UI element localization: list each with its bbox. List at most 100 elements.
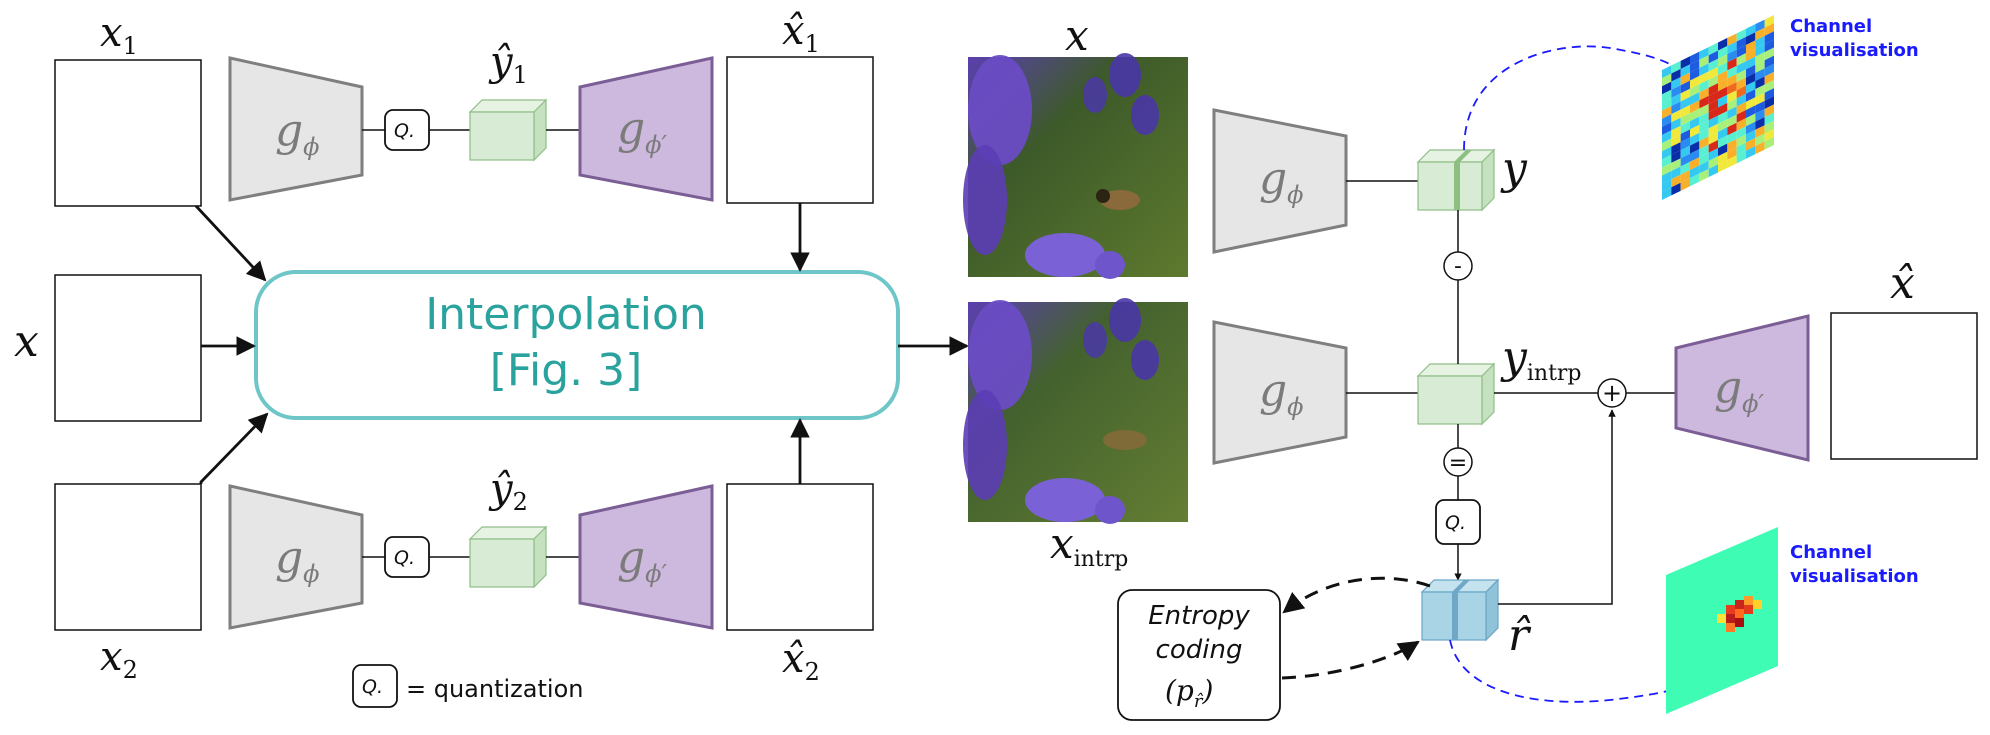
quant-legend-box-label: Q.: [362, 676, 383, 698]
heatmap-cell: [1671, 60, 1681, 74]
heatmap-cell: [1746, 146, 1756, 159]
heatmap-cell: [1671, 174, 1681, 188]
heatmap-cell: [1764, 112, 1774, 126]
heatmap-cell: [1708, 131, 1718, 145]
quant-box-right-label: Q.: [1445, 512, 1466, 534]
heatmap-cell: [1671, 142, 1681, 155]
heatmap-cell: [1680, 64, 1690, 78]
heatmap-cell: [1671, 182, 1681, 196]
heatmap-cell: [1680, 88, 1690, 102]
decoder-bottom: [578, 484, 714, 630]
heatmap-cell: [1690, 100, 1700, 114]
heatmap-cell: [1690, 173, 1700, 187]
heatmap-cell: [1699, 144, 1709, 158]
heatmap-cell: [1708, 140, 1718, 153]
heatmap-cell: [1680, 121, 1690, 134]
heatmap-cell: [1708, 66, 1718, 80]
heatmap-cell: [1727, 57, 1737, 71]
heatmap-cell: [1736, 150, 1746, 164]
heatmap-cell: [1755, 117, 1765, 130]
heatmap-cell: [1690, 67, 1700, 81]
heatmap-cell: [1746, 48, 1756, 62]
heatmap-cell: [1671, 68, 1681, 82]
heatmap-cell: [1746, 40, 1756, 54]
heatmap-cell: [1671, 85, 1681, 98]
heatmap-cell: [1662, 65, 1672, 79]
heatmap-cell: [1708, 50, 1718, 64]
heatmap-cell: [1718, 135, 1728, 149]
label-xintrp: xintrp: [1050, 519, 1128, 572]
heatmap-cell: [1764, 71, 1774, 85]
heatmap-cell: [1671, 77, 1681, 90]
heatmap-cell: [1736, 126, 1746, 139]
heatmap-cell: [1727, 138, 1737, 152]
heatmap-cell: [1764, 80, 1774, 93]
quant-box-top-label: Q.: [394, 120, 415, 142]
heatmap-cell: [1671, 117, 1681, 131]
quant-box-bottom-label: Q.: [394, 547, 415, 569]
heatmap-cell: [1746, 72, 1756, 86]
channelvis-top-line2: visualisation: [1790, 40, 1919, 61]
heatmap-cell: [1727, 41, 1737, 55]
heatmap-cell: [1755, 19, 1765, 33]
heatmap-cell: [1764, 128, 1774, 142]
heatmap-cell: [1699, 168, 1709, 182]
encoder-bottom-label: gϕ: [275, 532, 320, 588]
heatmap-cell: [1755, 125, 1765, 138]
heatmap-cell: [1690, 59, 1700, 73]
label-y1hat: ŷ1: [488, 39, 528, 89]
heatmap-cell: [1764, 96, 1774, 109]
heatmap-cell: [1755, 100, 1765, 114]
entropy-coding-box: [1117, 589, 1281, 721]
heatmap-cell: [1662, 146, 1672, 160]
heatmap-cell: [1736, 61, 1746, 74]
heatmap-cell: [1680, 137, 1690, 151]
heatmap-cell: [1718, 111, 1728, 124]
dash-rhat-to-channelvis: [1449, 639, 1683, 703]
heatmap-cell: [1727, 114, 1737, 128]
heatmap-cell: [1690, 51, 1700, 65]
latent-y-cube: [1416, 148, 1496, 212]
heatmap-cell: [1699, 120, 1709, 133]
heatmap-cell: [1718, 143, 1728, 157]
heatmap-cell: [1727, 130, 1737, 144]
heatmap-cell: [1736, 110, 1746, 123]
heatmap-cell: [1699, 112, 1709, 125]
label-x1: x1: [100, 10, 138, 60]
heatmap-cell: [1736, 118, 1746, 131]
heatmap-cell: [1662, 187, 1672, 200]
heatmap-cell: [1727, 98, 1737, 112]
photo-x: [963, 53, 1188, 279]
arrow-rhat-to-entropy: [1282, 576, 1431, 614]
heatmap-cell: [1662, 89, 1672, 103]
latent-rhat-cube: [1420, 578, 1500, 642]
heatmap-cell: [1680, 178, 1690, 191]
heatmap-cell: [1699, 87, 1709, 101]
heatmap-cell: [1671, 109, 1681, 123]
decoder-top-label: gϕ′: [617, 103, 668, 159]
heatmap-cell: [1662, 97, 1672, 111]
heatmap-cell: [1746, 105, 1756, 119]
heatmap-cell: [1736, 28, 1746, 42]
heatmap-cell: [1662, 171, 1672, 184]
heatmap-cell: [1718, 54, 1728, 67]
heatmap-cell: [1736, 134, 1746, 148]
heatmap-cell: [1708, 107, 1718, 121]
heatmap-cell: [1690, 92, 1700, 105]
channelvis-top-line1: Channel: [1790, 16, 1872, 37]
heatmap-cell: [1708, 91, 1718, 104]
heatmap-cell: [1662, 114, 1672, 127]
heatmap-cell: [1755, 133, 1765, 147]
heatmap-cell: [1718, 78, 1728, 92]
heatmap-cell: [1755, 60, 1765, 73]
encoder-bottom: [228, 484, 364, 630]
heatmap-cell: [1718, 70, 1728, 84]
label-x2: x2: [100, 634, 138, 684]
frame-x2-box: [54, 483, 202, 631]
channel-heatmap-top: [1662, 15, 1774, 200]
heatmap-cell: [1699, 55, 1709, 68]
heatmap-cell: [1736, 142, 1746, 156]
heatmap-cell: [1718, 46, 1728, 59]
op-equal-label: =: [1449, 451, 1467, 476]
